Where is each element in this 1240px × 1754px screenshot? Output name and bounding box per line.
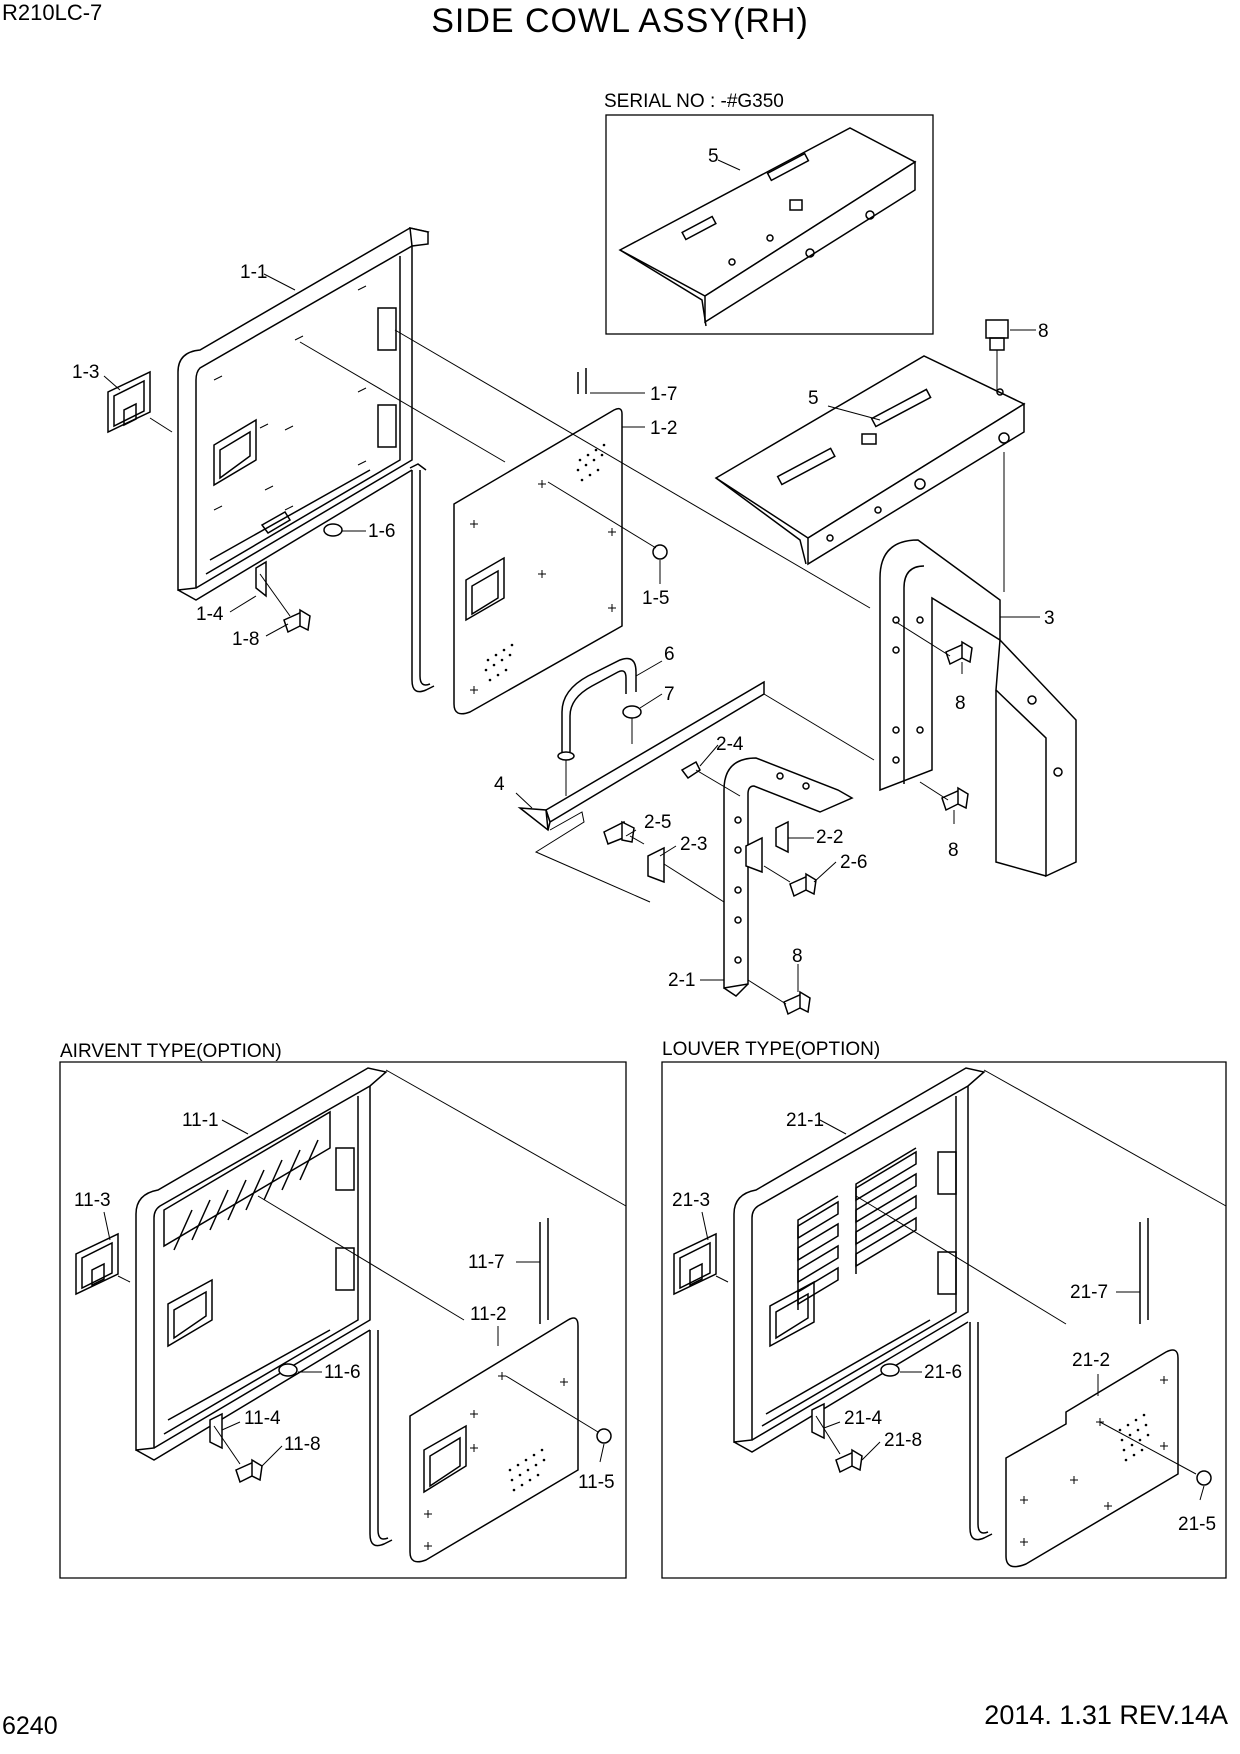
callout-8-bottom: 8 <box>792 946 803 967</box>
callout-3: 3 <box>1044 608 1055 629</box>
panel-21-2 <box>1005 1349 1179 1568</box>
bolt-2-4 <box>680 760 701 780</box>
seal-1-7 <box>409 368 587 693</box>
callout-leaders <box>103 273 1040 992</box>
callout-21-3: 21-3 <box>672 1190 710 1211</box>
nut-11-6 <box>278 1363 298 1377</box>
callout-11-5: 11-5 <box>578 1472 615 1493</box>
nut-1-6 <box>323 523 343 537</box>
callout-2-4: 2-4 <box>716 734 744 755</box>
bolt-8-mid <box>945 640 973 666</box>
lock-1-3 <box>107 370 151 434</box>
callout-11-6: 11-6 <box>324 1362 361 1383</box>
serial-inset: SERIAL NO : -#G350 <box>604 91 934 335</box>
callout-7: 7 <box>664 684 675 705</box>
panel-11-2-vent-dots <box>508 1448 546 1492</box>
callout-2-3: 2-3 <box>680 834 707 855</box>
bracket-5 <box>714 355 1026 566</box>
page-title: SIDE COWL ASSY(RH) <box>431 2 809 40</box>
panel-11-2 <box>409 1317 579 1563</box>
seal-11-7 <box>369 1218 549 1547</box>
cowl-frame-21-1 <box>733 1067 986 1453</box>
callout-11-7: 11-7 <box>468 1252 505 1273</box>
callout-11-4: 11-4 <box>244 1408 281 1429</box>
bolt-1-8 <box>283 608 311 634</box>
callout-21-7: 21-7 <box>1070 1282 1108 1303</box>
callout-1-4: 1-4 <box>196 604 224 625</box>
hinge-21-4 <box>811 1402 825 1440</box>
clip-21-5 <box>1196 1470 1212 1486</box>
callout-11-3: 11-3 <box>74 1190 111 1211</box>
bracket-2-2 <box>745 820 789 874</box>
callout-1-2: 1-2 <box>650 418 677 439</box>
page-number: 6240 <box>2 1712 58 1740</box>
airvent-frame <box>59 1061 627 1579</box>
cowl-frame-1-1 <box>177 227 430 601</box>
bolt-2-6 <box>789 872 817 898</box>
bolt-2-5 <box>603 820 635 845</box>
callout-8-top: 8 <box>1038 321 1049 342</box>
callout-4: 4 <box>494 774 505 795</box>
callout-21-4: 21-4 <box>844 1408 882 1429</box>
callout-11-2: 11-2 <box>470 1304 507 1325</box>
nut-7 <box>622 705 642 719</box>
hinge-1-4 <box>255 560 267 598</box>
serial-inset-frame <box>605 114 934 335</box>
serial-box-caption: SERIAL NO : -#G350 <box>604 91 784 112</box>
bracket-3 <box>879 539 1077 878</box>
callout-11-8: 11-8 <box>284 1434 321 1455</box>
bolt-21-8 <box>835 1448 863 1474</box>
hinge-11-4 <box>209 1412 223 1450</box>
callout-5-inset: 5 <box>708 146 719 167</box>
revision-date: 2014. 1.31 REV.14A <box>984 1700 1228 1730</box>
airvent-caption: AIRVENT TYPE(OPTION) <box>60 1041 282 1062</box>
callout-6: 6 <box>664 644 675 665</box>
callout-5: 5 <box>808 388 819 409</box>
louver-section: LOUVER TYPE(OPTION) <box>661 1039 1227 1579</box>
nut-21-6 <box>880 1363 900 1377</box>
airvent-section: AIRVENT TYPE(OPTION) <box>59 1041 627 1579</box>
louver-caption: LOUVER TYPE(OPTION) <box>662 1039 880 1060</box>
lock-11-3 <box>75 1232 119 1296</box>
callout-2-1: 2-1 <box>668 970 695 991</box>
callout-21-8: 21-8 <box>884 1430 922 1451</box>
bolt-8-top <box>985 319 1009 351</box>
bracket-2-3 <box>647 846 665 884</box>
panel-21-2-vent-dots <box>1118 1413 1150 1462</box>
callout-21-1: 21-1 <box>786 1110 824 1131</box>
callout-2-6: 2-6 <box>840 852 867 873</box>
bolt-11-8 <box>235 1458 263 1484</box>
bolt-8-low <box>941 786 969 812</box>
callout-21-6: 21-6 <box>924 1362 962 1383</box>
callout-2-5: 2-5 <box>644 812 671 833</box>
cowl-frame-11-1 <box>135 1067 388 1461</box>
louver-frame <box>661 1061 1227 1579</box>
callout-1-5: 1-5 <box>642 588 669 609</box>
callout-21-2: 21-2 <box>1072 1350 1110 1371</box>
lock-21-3 <box>673 1232 717 1296</box>
panel-1-2-vent-dots <box>484 443 606 682</box>
callout-2-2: 2-2 <box>816 827 843 848</box>
callout-11-1: 11-1 <box>182 1110 219 1131</box>
panel-1-2 <box>453 407 623 715</box>
seal-21-7 <box>969 1218 1149 1541</box>
model-label: R210LC-7 <box>2 0 103 25</box>
callout-1-6: 1-6 <box>368 521 395 542</box>
bracket-2-1 <box>723 757 854 997</box>
callout-8-mid: 8 <box>955 693 966 714</box>
bolt-8-bottom <box>783 990 811 1016</box>
callout-1-7: 1-7 <box>650 384 677 405</box>
callout-8-low: 8 <box>948 840 959 861</box>
clip-1-5 <box>652 544 668 560</box>
clip-11-5 <box>596 1428 612 1444</box>
callout-1-8: 1-8 <box>232 629 259 650</box>
callout-21-5: 21-5 <box>1178 1514 1216 1535</box>
callout-1-1: 1-1 <box>240 262 267 283</box>
airvent-slots <box>173 1139 319 1251</box>
bracket-5-inset <box>618 127 917 327</box>
callout-1-3: 1-3 <box>72 362 99 383</box>
main-assembly <box>107 227 1077 1016</box>
